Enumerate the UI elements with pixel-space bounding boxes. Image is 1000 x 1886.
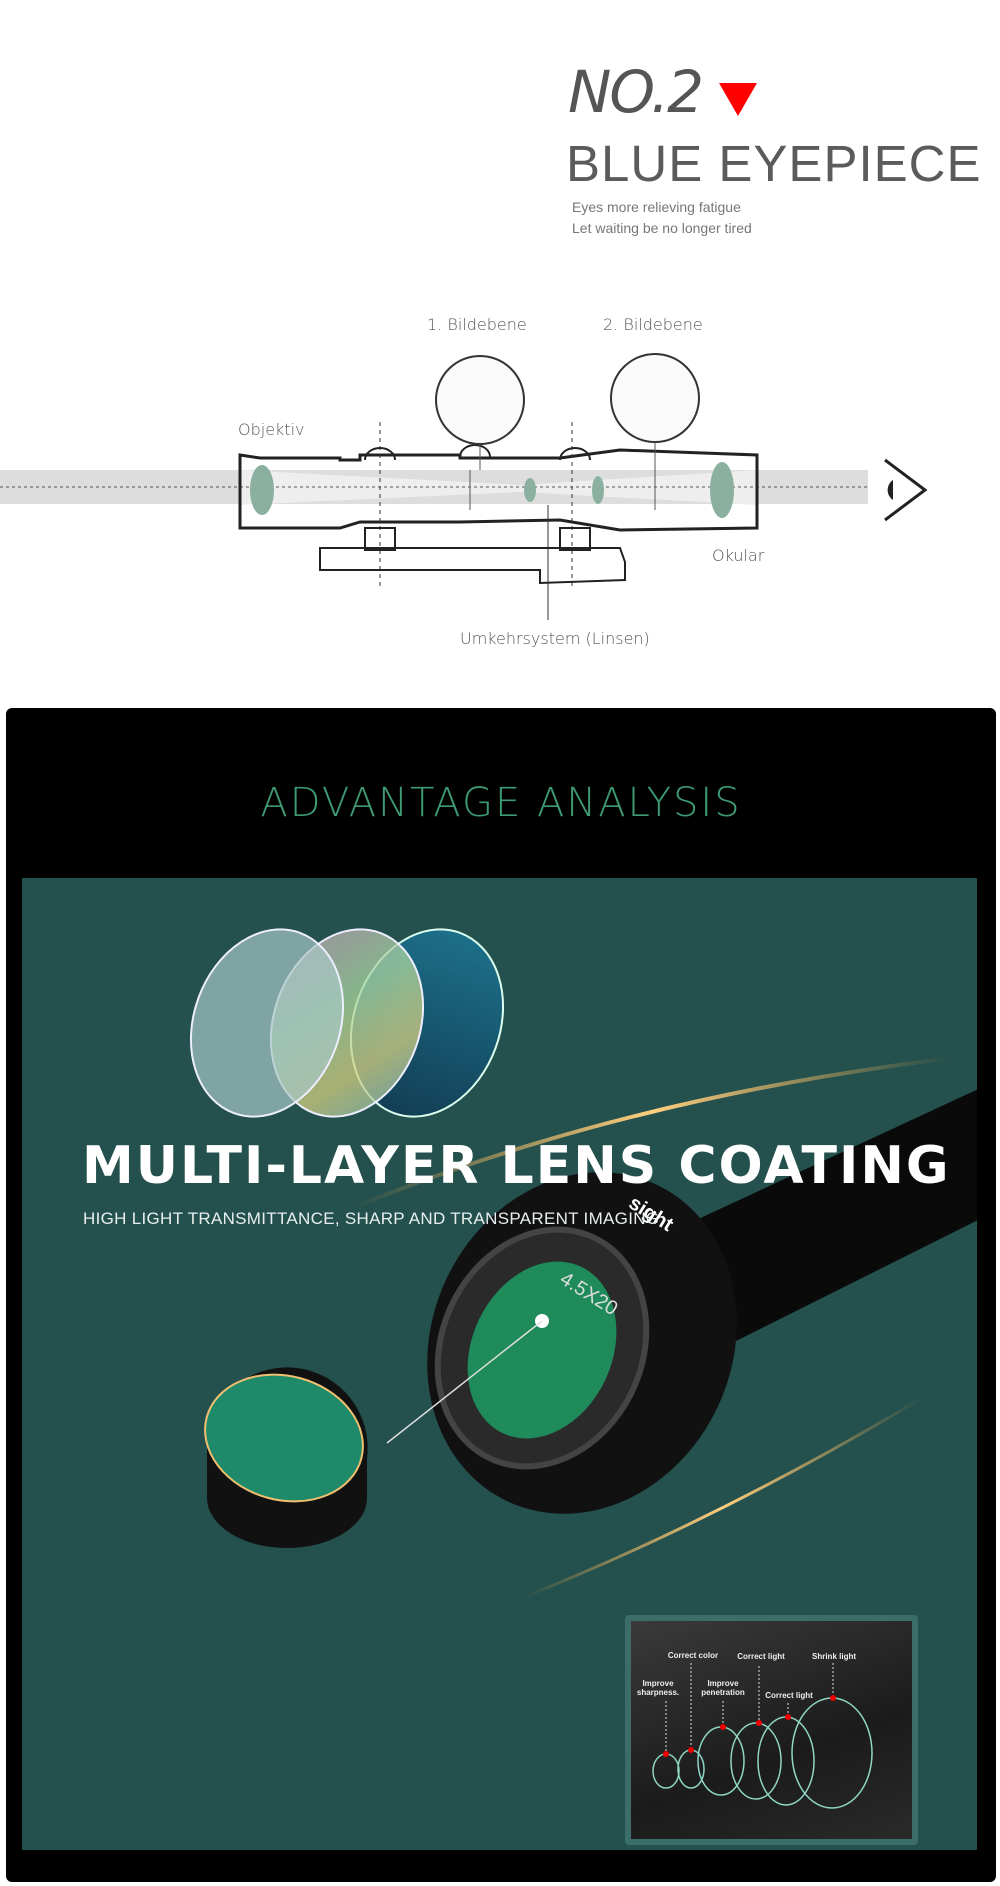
label-second-focal-plane: 2. Bildebene	[603, 315, 703, 334]
inset-label-improve-penetration: Improve penetration	[701, 1679, 745, 1697]
lens-coating-illustration	[189, 928, 977, 1600]
label-first-focal-plane: 1. Bildebene	[427, 315, 527, 334]
label-eyepiece: Okular	[712, 546, 765, 565]
label-erector-system: Umkehrsystem (Linsen)	[460, 629, 650, 648]
inset-label-improve-sharpness: Improve sharpness.	[636, 1679, 680, 1697]
feature-subtitle: HIGH LIGHT TRANSMITTANCE, SHARP AND TRAN…	[83, 1209, 660, 1228]
section-title: BLUE EYEPIECE	[566, 135, 982, 192]
advantage-heading: ADVANTAGE ANALYSIS	[260, 780, 742, 826]
inset-label-correct-light-1: Correct light	[737, 1652, 785, 1661]
scope-model-wrap: 4.5X20	[556, 1268, 621, 1320]
label-objective: Objektiv	[238, 420, 305, 439]
feature-title: MULTI-LAYER LENS COATING	[82, 1136, 951, 1196]
section-number: NO.2	[568, 58, 704, 126]
lens-coating-feature: sight 4.5X20 Improve sharpness. Correct …	[22, 878, 977, 1850]
down-triangle-icon	[719, 83, 757, 116]
subtitle-line-1: Eyes more relieving fatigue	[572, 199, 741, 215]
inset-label-correct-light-2: Correct light	[765, 1691, 813, 1700]
coating-layers-diagram	[652, 1663, 873, 1809]
scope-cross-section-diagram	[0, 353, 928, 620]
inset-label-correct-color: Correct color	[667, 1651, 719, 1660]
coating-layers-inset: Improve sharpness. Correct color Improve…	[625, 1615, 918, 1845]
subtitle-line-2: Let waiting be no longer tired	[572, 220, 752, 236]
inset-label-shrink-light: Shrink light	[812, 1652, 856, 1661]
